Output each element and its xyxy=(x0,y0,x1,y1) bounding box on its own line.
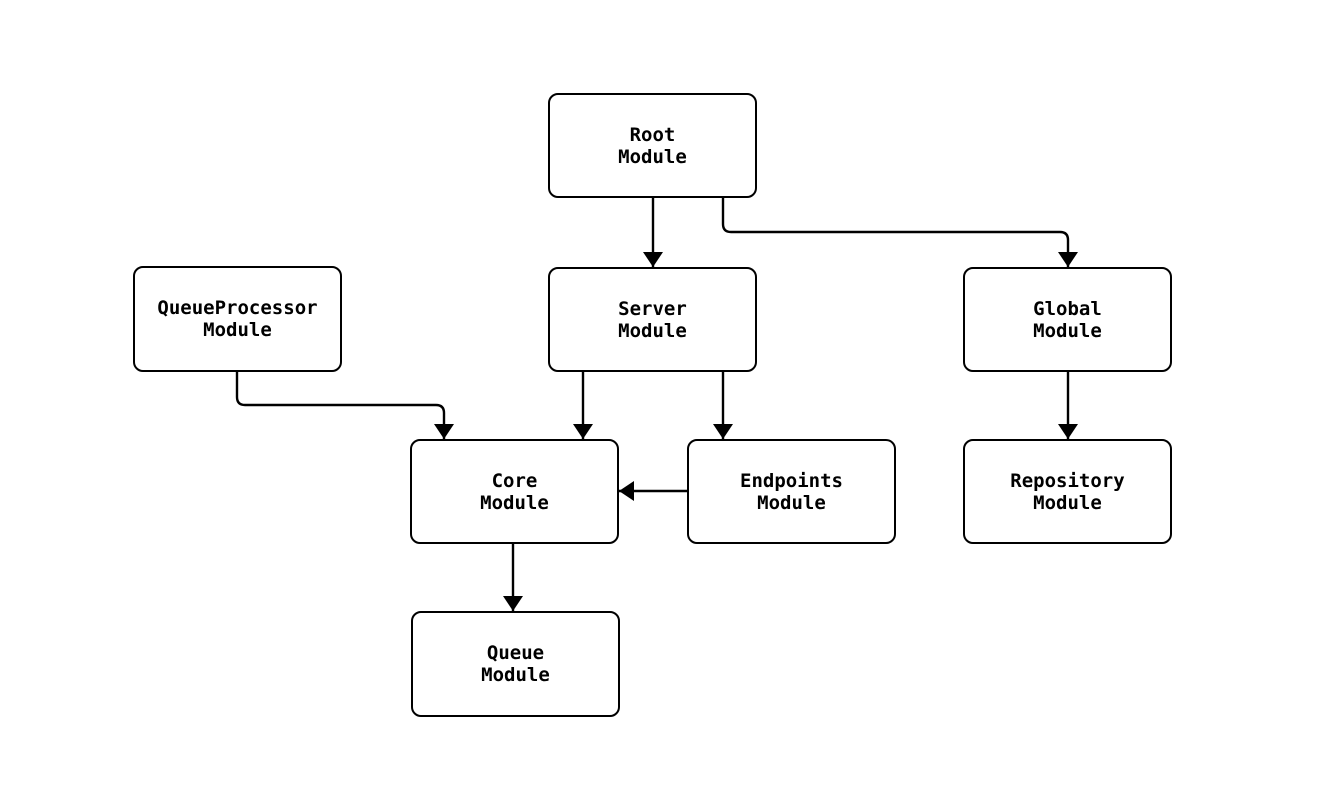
node-core-module: Core Module xyxy=(410,439,619,544)
node-repository-module-label: Repository Module xyxy=(1010,469,1125,514)
node-server-module: Server Module xyxy=(548,267,757,372)
edge-queueprocessor-to-core xyxy=(235,372,454,439)
node-endpoints-module-label: Endpoints Module xyxy=(740,469,843,514)
node-queue-module-label: Queue Module xyxy=(481,642,550,686)
node-global-module: Global Module xyxy=(963,267,1172,372)
node-queueprocessor-module-label: QueueProcessor Module xyxy=(157,297,318,341)
edge-root-to-global xyxy=(721,198,1078,267)
node-server-module-label: Server Module xyxy=(618,297,687,342)
node-queueprocessor-module: QueueProcessor Module xyxy=(133,266,342,372)
node-root-module-label: Root Module xyxy=(618,123,687,168)
node-queue-module: Queue Module xyxy=(411,611,620,717)
node-repository-module: Repository Module xyxy=(963,439,1172,544)
node-root-module: Root Module xyxy=(548,93,757,198)
node-global-module-label: Global Module xyxy=(1033,297,1102,342)
node-endpoints-module: Endpoints Module xyxy=(687,439,896,544)
node-core-module-label: Core Module xyxy=(480,469,549,514)
